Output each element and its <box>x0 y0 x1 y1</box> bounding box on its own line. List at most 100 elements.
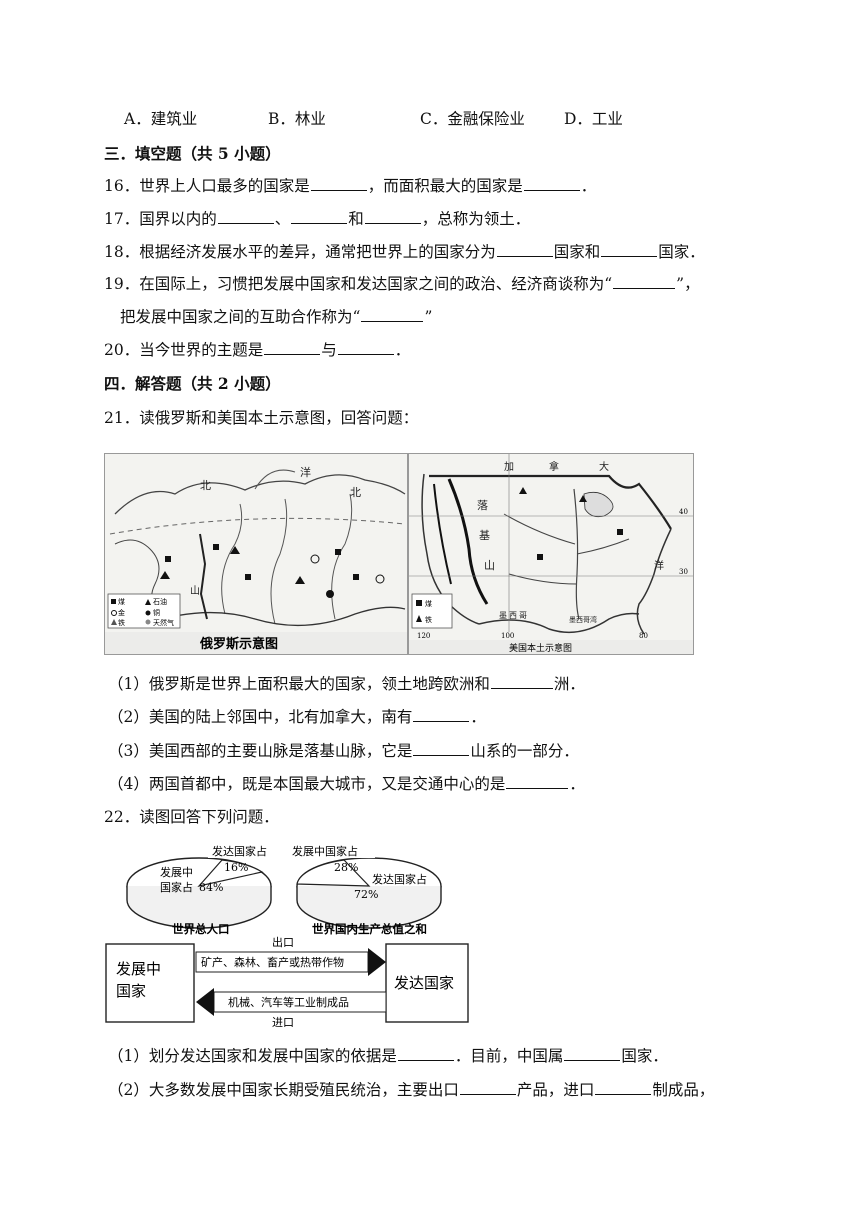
pie2-caption: 世界国内生产总值之和 <box>312 922 427 936</box>
q17-sep-1: 、 <box>274 210 291 228</box>
q22-sub1-text-2: ．目前，中国属 <box>454 1047 564 1065</box>
box-left-line-2: 国家 <box>116 982 146 1000</box>
usa-map-drawing: 加 拿 大 落 基 山 洋 墨西哥湾 墨 西 哥 煤 铁 120 100 80 … <box>409 454 693 654</box>
answer-blank[interactable] <box>523 175 580 191</box>
export-goods: 矿产、森林、畜产或热带作物 <box>201 955 344 969</box>
q18-text-1: 18．根据经济发展水平的差异，通常把世界上的国家分为 <box>104 243 496 261</box>
q20-text-3: ． <box>394 341 411 359</box>
import-goods: 机械、汽车等工业制成品 <box>228 995 349 1009</box>
answer-blank[interactable] <box>490 673 553 689</box>
answer-blank[interactable] <box>601 241 658 257</box>
q22-sub1-text-1: （1）划分发达国家和发展中国家的依据是 <box>108 1047 397 1065</box>
option-a: A．建筑业 <box>124 110 198 128</box>
q16-text-3: ． <box>580 177 597 195</box>
answer-blank[interactable] <box>506 773 569 789</box>
answer-blank[interactable] <box>595 1079 652 1095</box>
q21-sub3-text-2: 山系的一部分． <box>470 742 579 760</box>
q21-sub-4: （4）两国首都中，既是本国最大城市，又是交通中心的是 ． <box>108 773 585 795</box>
answer-blank[interactable] <box>564 1045 621 1061</box>
q21-sub1-text-1: （1）俄罗斯是世界上面积最大的国家，领土地跨欧洲和 <box>108 675 490 693</box>
q19-text-2b: ” <box>424 308 433 326</box>
russia-label-4: 山 <box>190 585 200 597</box>
development-diagram-drawing: 发达国家占 16% 发展中 国家占 84% 世界总人口 发展中国家占 28% 发… <box>105 842 469 1028</box>
question-19-line-1: 19．在国际上，习惯把发展中国家和发达国家之间的政治、经济商谈称为“”， <box>104 273 700 295</box>
question-17: 17．国界以内的、和，总称为领土． <box>104 208 530 230</box>
q20-text-1: 20．当今世界的主题是 <box>104 341 264 359</box>
answer-blank[interactable] <box>413 740 470 756</box>
answer-blank[interactable] <box>361 306 424 322</box>
answer-blank[interactable] <box>496 241 553 257</box>
q21-sub4-text-2: ． <box>569 775 585 793</box>
usa-map-caption: 美国本土示意图 <box>509 642 572 654</box>
answer-blank[interactable] <box>459 1079 516 1095</box>
russia-legend-coal: 煤 <box>118 597 125 606</box>
russia-legend-copper: 铜 <box>153 608 160 617</box>
usa-tick-40: 40 <box>679 508 688 516</box>
pie1-slice-value: 16% <box>224 861 248 874</box>
q21-sub-2: （2）美国的陆上邻国中，北有加拿大，南有． <box>108 706 486 728</box>
q18-text-2: 国家和 <box>553 243 601 261</box>
usa-label-3: 大 <box>599 460 609 473</box>
usa-label-11: 哥 <box>519 611 527 620</box>
russia-label-1: 北 <box>200 479 211 492</box>
q21-sub3-text-1: （3）美国西部的主要山脉是落基山脉，它是 <box>108 742 413 760</box>
russia-legend-gas: 天然气 <box>153 618 174 627</box>
q22-sub2-text-3: 制成品， <box>652 1081 715 1099</box>
russia-map: 北 洋 北 山 煤 石油 金 铜 铁 天然气 俄罗斯示意图 <box>104 453 408 655</box>
russia-legend-gold: 金 <box>118 608 125 617</box>
usa-label-10: 西 <box>509 611 517 620</box>
russia-label-3: 北 <box>350 486 361 499</box>
q21-sub2-text-1: （2）美国的陆上邻国中，北有加拿大，南有 <box>108 708 413 726</box>
q16-text-1: 16．世界上人口最多的国家是 <box>104 177 310 195</box>
usa-label-6: 山 <box>484 559 495 572</box>
usa-label-4: 落 <box>477 499 488 512</box>
q17-text-1: 17．国界以内的 <box>104 210 217 228</box>
pie1-main-value: 84% <box>199 881 223 894</box>
usa-label-8: 墨西哥湾 <box>569 615 597 624</box>
russia-map-caption: 俄罗斯示意图 <box>199 636 278 652</box>
pie1-caption: 世界总人口 <box>172 922 230 936</box>
answer-blank[interactable] <box>291 208 348 224</box>
usa-tick-120: 120 <box>417 632 430 640</box>
usa-label-7: 洋 <box>654 559 664 572</box>
question-16: 16．世界上人口最多的国家是，而面积最大的国家是． <box>104 175 596 197</box>
answer-blank[interactable] <box>310 175 367 191</box>
pie2-main-label: 发达国家占 <box>372 872 427 886</box>
usa-label-1: 加 <box>504 461 514 473</box>
option-d: D．工业 <box>564 110 623 128</box>
section-4-title: 四．解答题（共 2 小题） <box>104 374 281 393</box>
q20-text-2: 与 <box>321 341 337 359</box>
q22-sub2-text-2: 产品，进口 <box>516 1081 595 1099</box>
q19-text-2a: 把发展中国家之间的互助合作称为“ <box>120 308 361 326</box>
answer-blank[interactable] <box>337 339 394 355</box>
russia-map-drawing: 北 洋 北 山 煤 石油 金 铜 铁 天然气 俄罗斯示意图 <box>105 454 407 654</box>
q21-sub-3: （3）美国西部的主要山脉是落基山脉，它是 山系的一部分． <box>108 740 579 762</box>
usa-label-2: 拿 <box>549 460 559 473</box>
answer-blank[interactable] <box>217 208 274 224</box>
import-label: 进口 <box>272 1016 294 1028</box>
pie2-slice-value: 28% <box>334 861 358 874</box>
answer-blank[interactable] <box>613 273 676 289</box>
q18-text-3: 国家． <box>658 243 705 261</box>
pie1-main-label-2: 国家占 <box>160 880 193 894</box>
q19-text-1a: 19．在国际上，习惯把发展中国家和发达国家之间的政治、经济商谈称为“ <box>104 275 613 293</box>
russia-label-2: 洋 <box>300 465 311 479</box>
usa-legend-coal: 煤 <box>425 599 432 608</box>
pie1-main-label-1: 发展中 <box>160 865 193 879</box>
answer-blank[interactable] <box>364 208 421 224</box>
box-left-line-1: 发展中 <box>116 960 161 978</box>
pie1-slice-label: 发达国家占 <box>212 844 267 858</box>
answer-blank[interactable] <box>397 1045 454 1061</box>
q22-sub-1: （1）划分发达国家和发展中国家的依据是．目前，中国属国家． <box>108 1045 668 1067</box>
russia-legend-iron: 铁 <box>118 618 125 627</box>
answer-blank[interactable] <box>264 339 321 355</box>
q22-sub-2: （2）大多数发展中国家长期受殖民统治，主要出口产品，进口制成品， <box>108 1079 714 1101</box>
q17-text-2: ，总称为领土． <box>421 210 531 228</box>
export-label: 出口 <box>272 935 294 949</box>
answer-blank[interactable] <box>413 706 470 722</box>
box-right-label: 发达国家 <box>394 974 454 992</box>
question-18: 18．根据经济发展水平的差异，通常把世界上的国家分为 国家和 国家． <box>104 241 705 263</box>
section-3-title: 三．填空题（共 5 小题） <box>104 144 281 163</box>
q21-sub4-text-1: （4）两国首都中，既是本国最大城市，又是交通中心的是 <box>108 775 506 793</box>
usa-legend-iron: 铁 <box>425 615 432 624</box>
